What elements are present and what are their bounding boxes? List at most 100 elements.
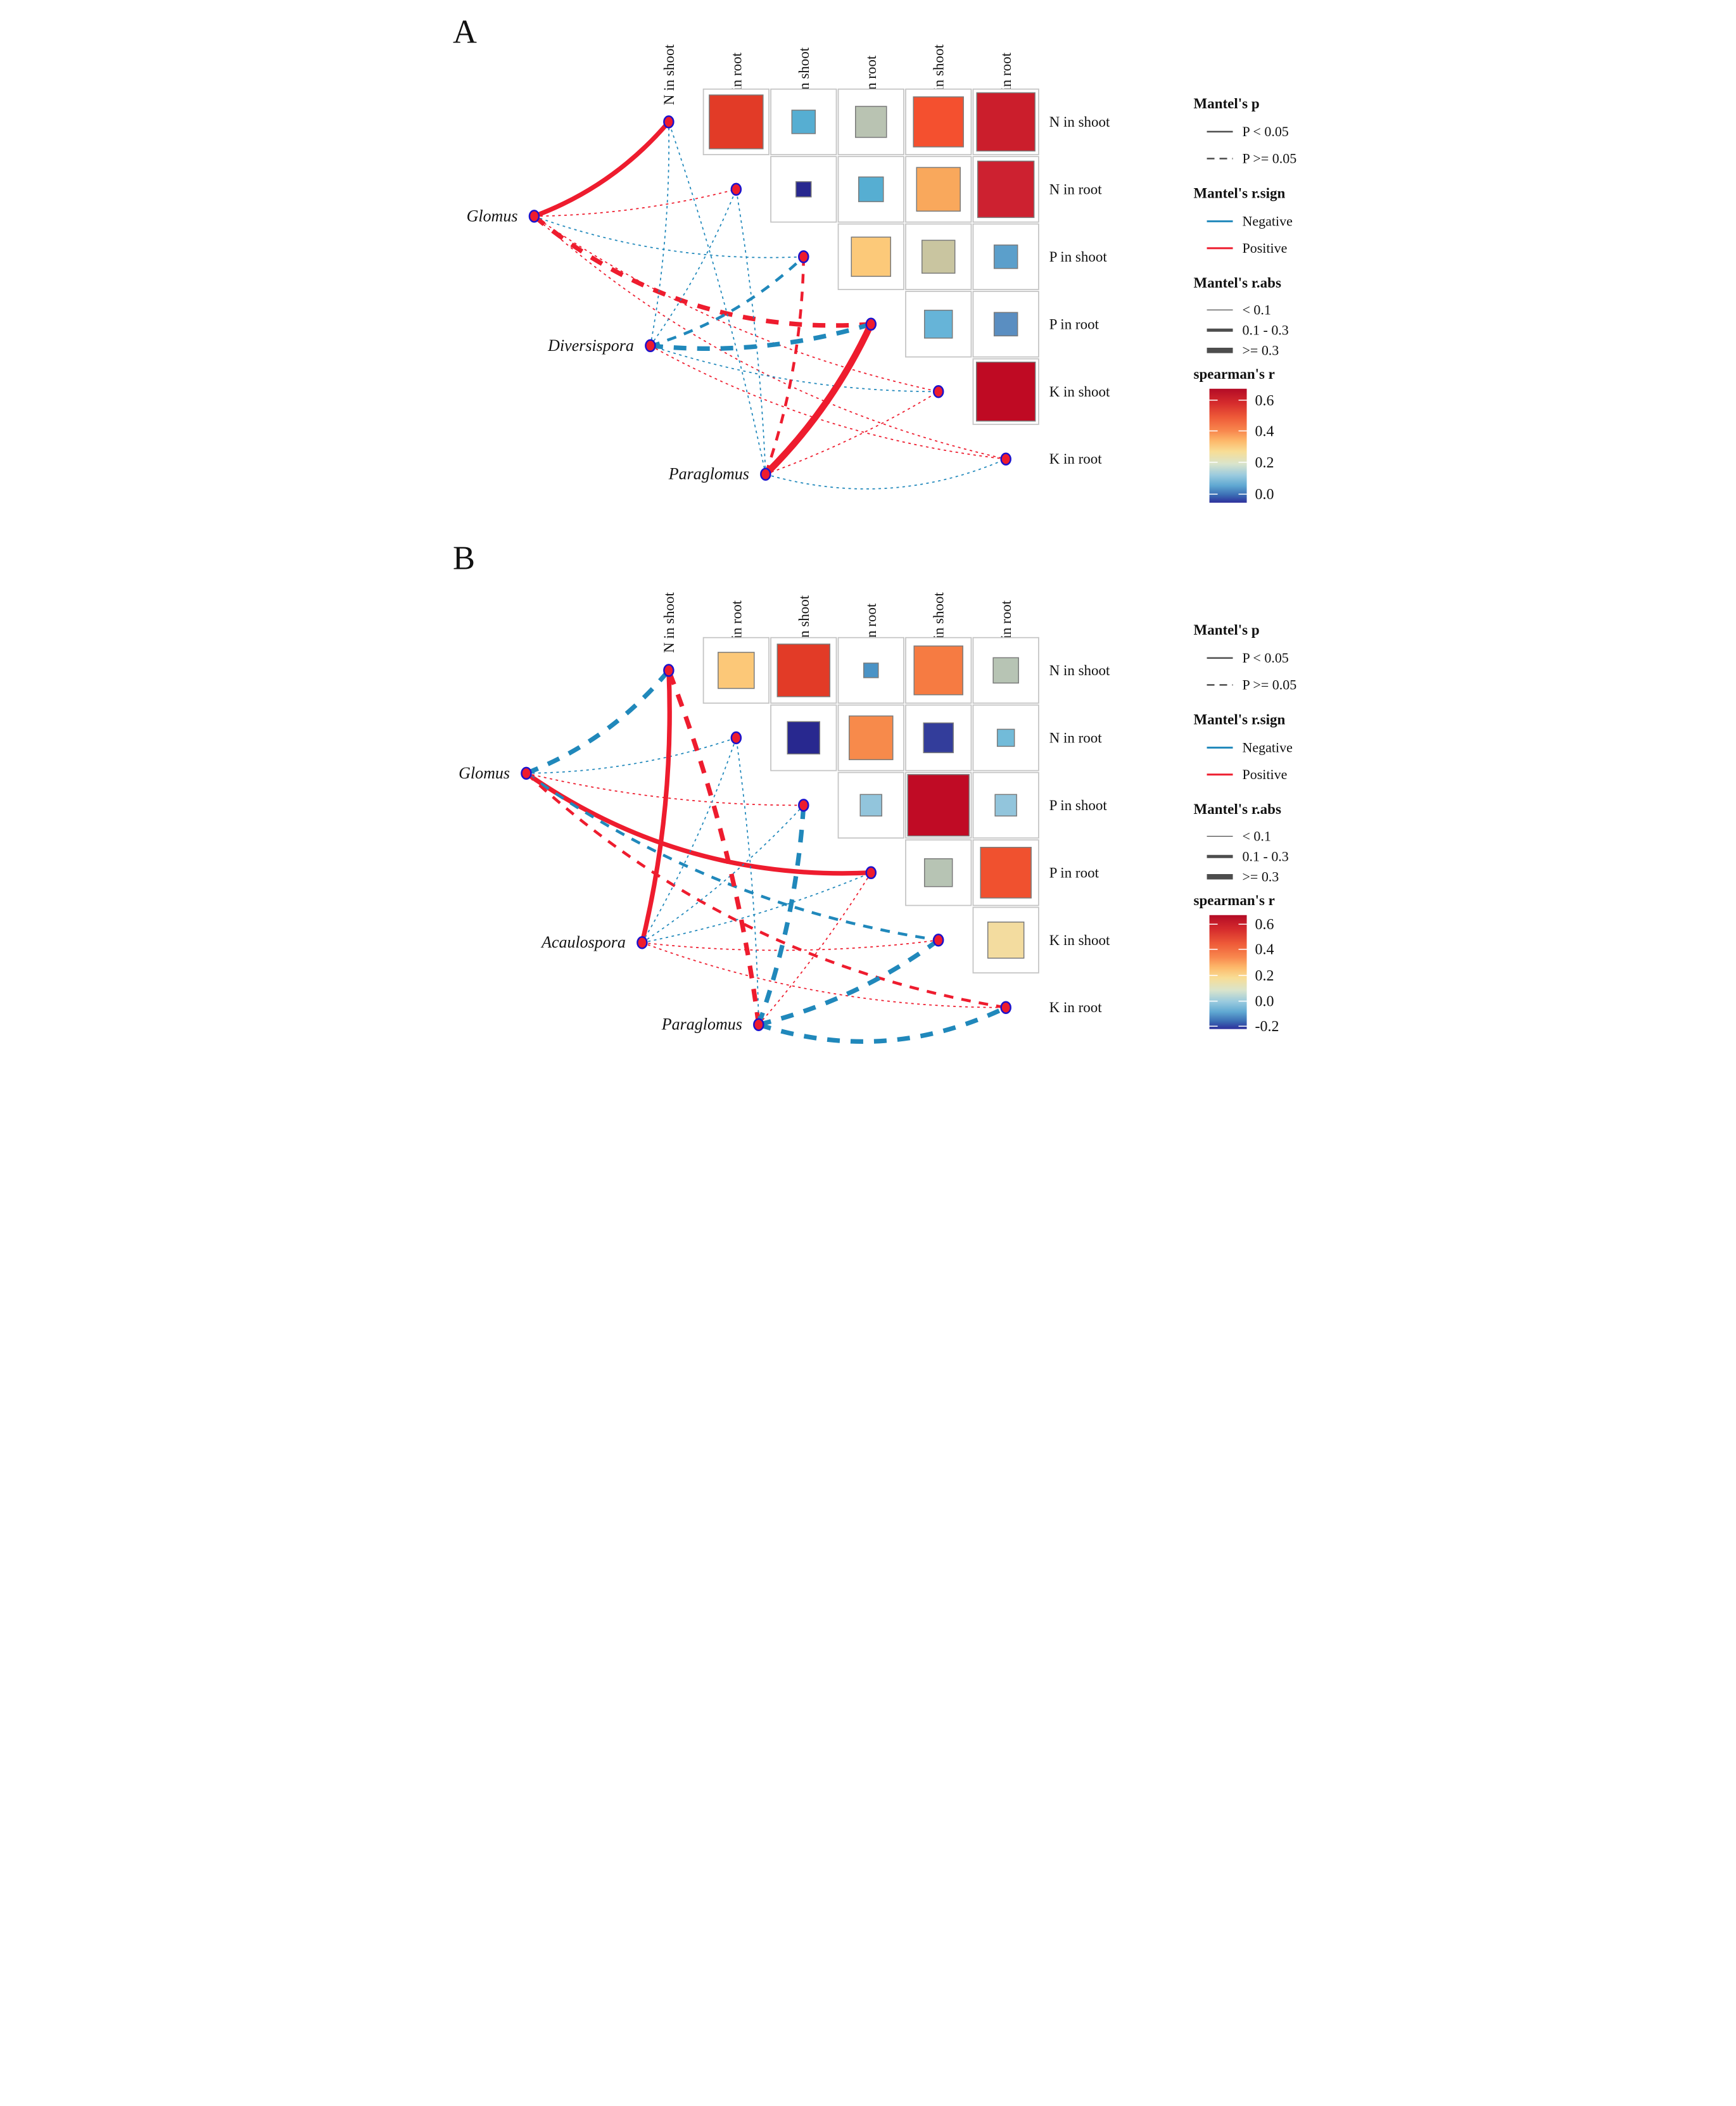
correlation-square	[851, 236, 891, 277]
correlation-square	[795, 181, 812, 198]
correlation-square	[717, 652, 755, 689]
variable-node	[730, 182, 742, 196]
correlation-square	[993, 312, 1018, 337]
legend-label: < 0.1	[1242, 828, 1270, 844]
variable-node	[797, 250, 809, 263]
taxon-node	[520, 766, 532, 780]
matrix-row-label: N in root	[1049, 181, 1102, 197]
correlation-square	[975, 92, 1036, 152]
variable-node	[932, 385, 944, 398]
taxon-node	[644, 339, 656, 353]
taxon-node	[752, 1018, 764, 1032]
correlation-square	[923, 858, 953, 887]
matrix-cell	[837, 771, 904, 839]
edge-paraglomus-k-in-shoot	[757, 938, 940, 1027]
edge-glomus-p-in-shoot	[533, 215, 804, 258]
variable-node	[999, 452, 1011, 466]
taxon-node	[759, 467, 771, 481]
colorbar-tick-label: 0.0	[1255, 486, 1274, 503]
correlation-square	[921, 239, 955, 274]
colorbar-tick-label: 0.6	[1255, 917, 1274, 933]
edge-paraglomus-n-in-shoot	[668, 122, 766, 474]
edge-glomus-n-in-shoot	[525, 669, 671, 776]
legend-label: Positive	[1242, 766, 1287, 782]
edge-paraglomus-n-in-root	[735, 737, 759, 1025]
edge-diversispora-p-in-shoot	[649, 255, 804, 347]
colorbar-tick-label: -0.2	[1255, 1018, 1279, 1035]
colorbar-tick-label: 0.6	[1255, 393, 1274, 409]
correlation-square	[863, 663, 878, 678]
taxon-label: Glomus	[459, 764, 510, 782]
panel-letter: A	[452, 13, 476, 50]
variable-node	[865, 866, 877, 880]
matrix-row-label: P in shoot	[1049, 797, 1107, 813]
matrix-column-header: N in shoot	[661, 44, 676, 105]
variable-node	[932, 934, 944, 947]
correlation-square	[787, 721, 820, 755]
legend-label: P < 0.05	[1242, 650, 1288, 666]
edge-acaulospora-n-in-shoot	[639, 670, 672, 944]
edge-paraglomus-p-in-shoot	[756, 805, 806, 1026]
correlation-square	[996, 728, 1015, 747]
edge-acaulospora-k-in-shoot	[642, 939, 939, 951]
edge-glomus-p-in-root	[524, 771, 871, 876]
correlation-square	[987, 922, 1024, 959]
edge-glomus-k-in-root	[533, 215, 1006, 460]
taxon-label: Diversispora	[547, 336, 634, 355]
edge-diversispora-n-in-shoot	[649, 122, 669, 346]
edge-paraglomus-n-in-shoot	[666, 669, 761, 1025]
edge-paraglomus-k-in-root	[757, 1005, 1007, 1044]
correlation-square	[708, 94, 764, 149]
edge-diversispora-k-in-shoot	[650, 345, 939, 393]
correlation-square	[854, 106, 887, 138]
colorbar-tick-label: 0.0	[1255, 994, 1274, 1010]
legend-title-spearman: spearman's r	[1193, 892, 1274, 908]
variable-node	[797, 799, 809, 812]
matrix-row-label: N in root	[1049, 730, 1102, 746]
taxon-label: Acaulospora	[540, 933, 626, 951]
correlation-square	[993, 244, 1018, 269]
legend-label: P >= 0.05	[1242, 677, 1296, 693]
matrix-row-label: K in root	[1049, 451, 1102, 467]
matrix-row-label: P in root	[1049, 316, 1099, 332]
edge-paraglomus-k-in-shoot	[765, 391, 939, 475]
edge-acaulospora-p-in-shoot	[641, 804, 804, 944]
legend-label: < 0.1	[1242, 301, 1270, 317]
colorbar-tick-label: 0.4	[1255, 423, 1274, 440]
taxon-label: Paraglomus	[668, 465, 749, 483]
matrix-row-label: K in shoot	[1049, 932, 1110, 948]
edge-glomus-n-in-shoot	[533, 120, 671, 219]
matrix-row-label: P in root	[1049, 865, 1099, 880]
colorbar-tick-label: 0.4	[1255, 942, 1274, 958]
colorbar-tick-label: 0.2	[1255, 455, 1274, 471]
legend-label: Positive	[1242, 240, 1287, 256]
legend-label: P < 0.05	[1242, 124, 1288, 139]
legend-label: >= 0.3	[1242, 342, 1279, 358]
correlation-square	[858, 176, 884, 203]
legend-title-spearman: spearman's r	[1193, 366, 1274, 382]
edge-paraglomus-p-in-root	[757, 872, 871, 1025]
edge-glomus-k-in-root	[524, 772, 1006, 1010]
variable-node	[999, 1001, 1011, 1015]
edge-glomus-n-in-root	[533, 189, 737, 217]
legend-title-mantel-p: Mantel's p	[1193, 622, 1259, 638]
correlation-square	[915, 167, 961, 212]
legend-label: Negative	[1242, 740, 1292, 756]
legend-title-r-abs: Mantel's r.abs	[1193, 801, 1281, 817]
matrix-column-header: N in shoot	[661, 592, 676, 653]
spearman-colorbar	[1209, 388, 1247, 503]
correlation-square	[979, 847, 1032, 899]
correlation-square	[913, 645, 963, 695]
panel-letter: B	[452, 540, 474, 577]
edge-acaulospora-p-in-root	[642, 872, 871, 944]
correlation-square	[922, 722, 954, 754]
correlation-square	[992, 657, 1019, 684]
legend-label: P >= 0.05	[1242, 150, 1296, 166]
correlation-square	[791, 110, 816, 134]
correlation-square	[776, 644, 830, 697]
correlation-square	[975, 362, 1036, 422]
matrix-row-label: N in shoot	[1049, 663, 1110, 678]
